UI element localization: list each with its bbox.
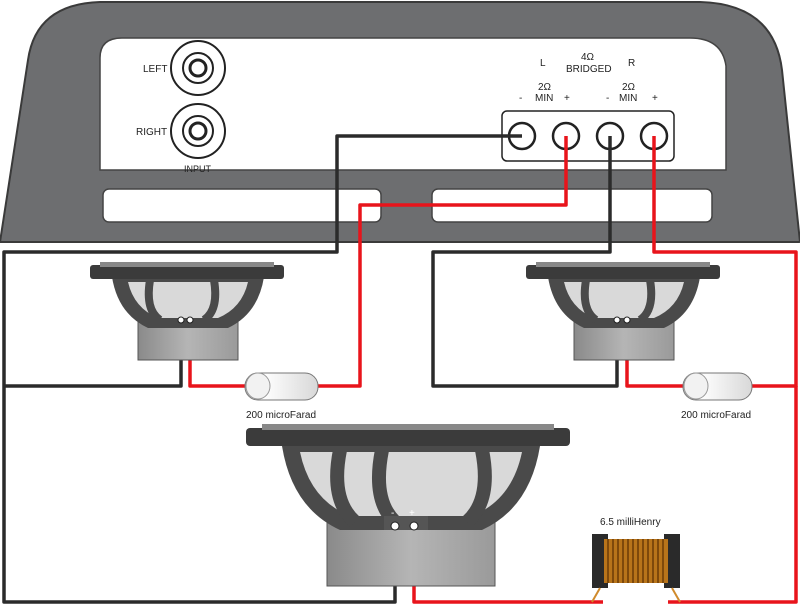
left-plus-label: + [564,93,570,104]
woofer-plus-label: + [409,508,415,519]
capacitor-left [244,372,319,401]
positive-wire-left [318,136,568,388]
negative-wire-main [2,134,522,604]
capacitor-right [682,372,753,401]
inductor [591,534,681,603]
bridged-label: BRIDGED [566,64,612,75]
amplifier: LEFT RIGHT INPUT L 4Ω BRIDGED R 2Ω MIN 2… [0,0,800,243]
input-right-label: RIGHT [136,127,167,138]
left-min-label: MIN [535,93,553,104]
positive-wire-right [652,136,798,388]
right-ohms-label: 2Ω [622,82,636,93]
right-plus-label: + [652,93,658,104]
inductor-label: 6.5 milliHenry [600,517,661,528]
vent-slot-left [102,188,382,223]
capacitor-left-label: 200 microFarad [246,410,316,421]
left-minus-label: - [519,93,522,104]
positive-wire-inductor [668,386,798,604]
rca-jack-left[interactable] [170,40,226,96]
channel-right-label: R [628,58,635,69]
right-minus-label: - [606,93,609,104]
rca-jack-right[interactable] [170,103,226,159]
negative-wire-right-mid [431,136,619,388]
woofer-speaker [246,424,570,587]
capacitor-right-label: 200 microFarad [681,410,751,421]
bridged-ohms-label: 4Ω [581,52,595,63]
input-left-label: LEFT [143,64,167,75]
input-label: INPUT [184,164,212,174]
channel-left-label: L [540,58,546,69]
woofer-minus-label: - [391,508,394,519]
left-midrange-speaker [90,262,284,361]
right-min-label: MIN [619,93,637,104]
right-midrange-speaker [526,262,720,361]
left-ohms-label: 2Ω [538,82,552,93]
